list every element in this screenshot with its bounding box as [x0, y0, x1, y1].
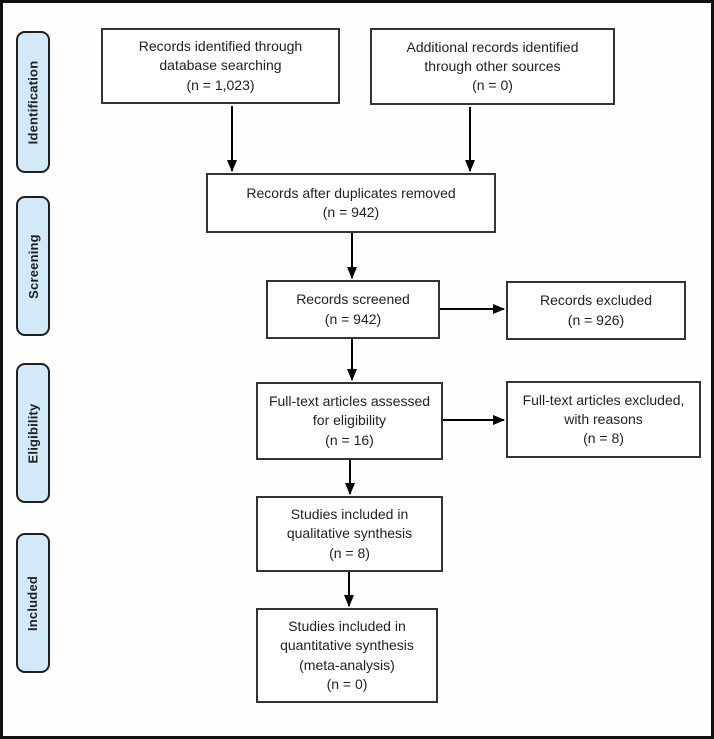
stage-label-identification: Identification — [16, 31, 50, 173]
stage-label-screening-text: Screening — [25, 233, 41, 299]
box-after-duplicates: Records after duplicates removed (n = 94… — [206, 173, 496, 233]
stage-label-eligibility: Eligibility — [16, 363, 50, 503]
box-records-screened: Records screened (n = 942) — [266, 280, 440, 339]
stage-label-included: Included — [16, 533, 50, 673]
box-qualitative-synthesis: Studies included in qualitative synthesi… — [256, 496, 443, 572]
stage-label-identification-text: Identification — [25, 60, 41, 144]
box-fulltext-excluded: Full-text articles excluded, with reason… — [506, 381, 701, 458]
box-quantitative-synthesis: Studies included in quantitative synthes… — [256, 608, 438, 703]
box-records-identified: Records identified through database sear… — [101, 28, 340, 104]
stage-label-included-text: Included — [25, 575, 41, 631]
box-fulltext-assessed: Full-text articles assessed for eligibil… — [256, 382, 443, 460]
stage-label-screening: Screening — [16, 196, 50, 336]
box-additional-records: Additional records identified through ot… — [370, 28, 615, 105]
box-records-excluded: Records excluded (n = 926) — [506, 281, 686, 340]
stage-label-eligibility-text: Eligibility — [25, 403, 41, 463]
